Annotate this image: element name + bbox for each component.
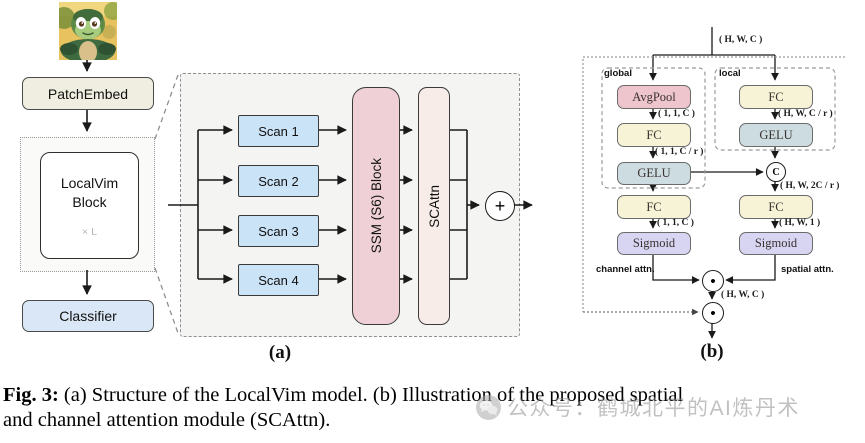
spatial-attn-label: spatial attn.	[781, 264, 834, 275]
localvim-label-line2: Block	[72, 193, 107, 210]
global-dim2-label: ( 1, 1, C / r )	[655, 147, 704, 157]
mult-dot-icon: •	[710, 304, 716, 322]
scan-4-box: Scan 4	[238, 264, 319, 296]
mult-dot-icon: •	[710, 272, 716, 290]
snake-mascot-image	[59, 2, 117, 60]
local-fc2-label: FC	[768, 199, 784, 214]
caption-fig-number: Fig. 3:	[3, 384, 59, 406]
localvim-label-line1: LocalVim	[60, 174, 119, 191]
scan-3-label: Scan 3	[258, 223, 299, 239]
global-fc1-block: FC	[617, 123, 691, 147]
classifier-block: Classifier	[22, 300, 154, 332]
caption-line-1: Fig. 3: (a) Structure of the LocalVim mo…	[3, 383, 863, 408]
scan-1-box: Scan 1	[238, 115, 319, 147]
panel-a-caption: (a)	[268, 342, 292, 363]
local-gelu-block: GELU	[739, 123, 813, 147]
global-fc1-label: FC	[646, 127, 662, 142]
global-gelu-label: GELU	[637, 166, 671, 180]
avgpool-block: AvgPool	[617, 85, 691, 109]
concat-node: C	[766, 162, 786, 182]
panel-b-caption: (b)	[700, 341, 724, 362]
caption-line-2: and channel attention module (SCAttn).	[3, 409, 331, 431]
local-gelu-label: GELU	[759, 127, 793, 142]
input-dim-label: ( H, W, C )	[719, 35, 763, 45]
local-fc1-block: FC	[739, 85, 813, 109]
ssm-s6-block: SSM (S6) Block	[352, 87, 400, 325]
global-sigmoid-block: Sigmoid	[617, 232, 691, 255]
concat-dim-label: ( H, W, 2C / r )	[780, 181, 840, 191]
scan-1-label: Scan 1	[258, 123, 299, 139]
ssm-s6-label: SSM (S6) Block	[368, 158, 384, 254]
local-sigmoid-label: Sigmoid	[754, 236, 798, 250]
scattn-label: SCAttn	[426, 184, 442, 228]
local-fc1-label: FC	[768, 89, 784, 104]
local-fc2-block: FC	[739, 195, 813, 219]
scan-3-box: Scan 3	[238, 215, 319, 247]
global-gelu-block: GELU	[617, 162, 691, 185]
sum-node: +	[485, 191, 515, 221]
local-branch-label: local	[719, 68, 741, 79]
scan-2-box: Scan 2	[238, 165, 319, 197]
avgpool-label: AvgPool	[632, 89, 676, 104]
local-sigmoid-block: Sigmoid	[739, 232, 813, 255]
mult-dim-label: ( H, W, C )	[721, 290, 765, 300]
scan-2-label: Scan 2	[258, 173, 299, 189]
caption-line1-text: (a) Structure of the LocalVim model. (b)…	[58, 384, 684, 406]
repeat-count-label: × L	[82, 225, 97, 238]
plus-icon: +	[494, 196, 506, 216]
scan-4-label: Scan 4	[258, 272, 299, 288]
global-dim1-label: ( 1, 1, C )	[658, 109, 695, 119]
local-dim3-label: ( H, W, 1 )	[779, 218, 821, 228]
panel-a-dashed-box	[180, 73, 520, 337]
global-dim3-label: ( 1, 1, C )	[657, 218, 694, 228]
channel-attn-label: channel attn.	[596, 264, 655, 275]
elementwise-mult-node-1: •	[702, 270, 724, 292]
localvim-block: LocalVim Block × L	[40, 152, 139, 259]
scattn-block: SCAttn	[418, 87, 450, 325]
global-sigmoid-label: Sigmoid	[632, 236, 676, 250]
patchembed-block: PatchEmbed	[22, 77, 154, 110]
figure-caption: Fig. 3: (a) Structure of the LocalVim mo…	[3, 383, 863, 433]
concat-icon: C	[772, 166, 780, 178]
global-fc2-block: FC	[617, 195, 691, 219]
local-dim1-label: ( H, W, C / r )	[778, 109, 833, 119]
global-branch-label: global	[604, 68, 632, 79]
elementwise-mult-node-2: •	[702, 302, 724, 324]
classifier-label: Classifier	[59, 308, 117, 324]
global-fc2-label: FC	[646, 199, 662, 214]
patchembed-label: PatchEmbed	[47, 85, 129, 102]
